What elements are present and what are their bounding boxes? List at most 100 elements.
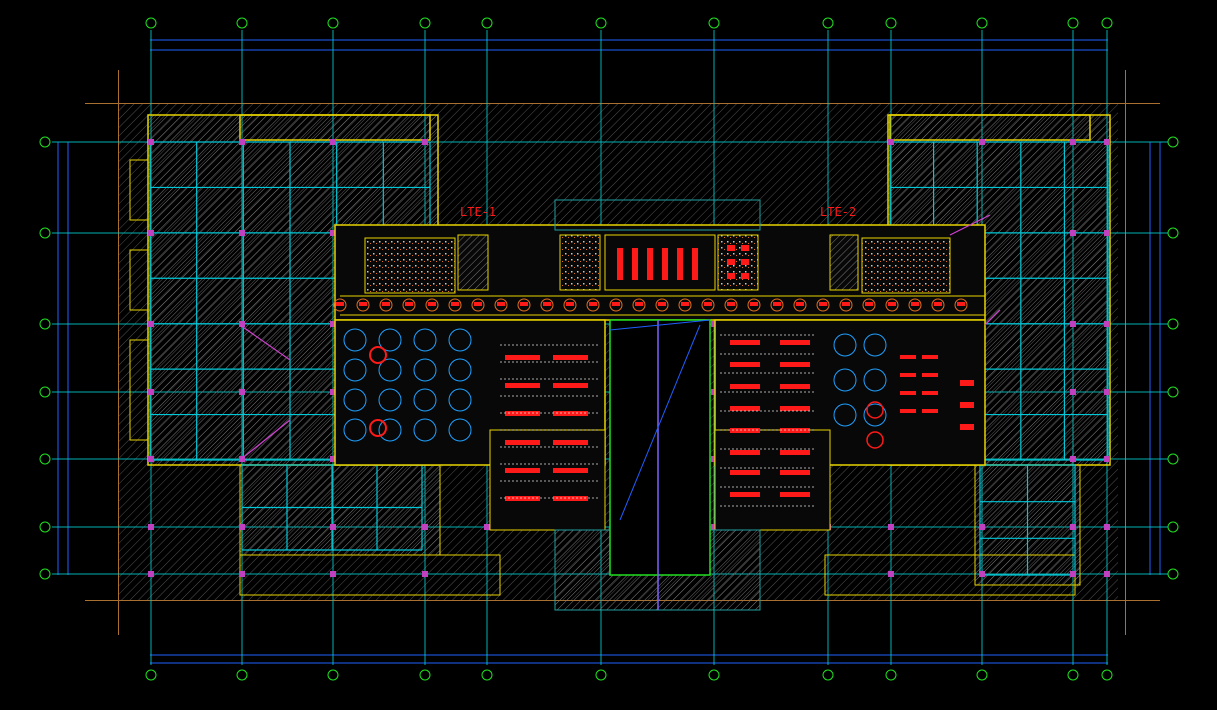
column-marker — [979, 571, 985, 577]
fixture-circle — [413, 358, 437, 382]
column-marker — [330, 321, 336, 327]
equipment-unit — [727, 273, 735, 279]
grid-bubble-right — [1167, 136, 1179, 148]
fixture-circle — [833, 333, 857, 357]
corridor-fixture — [701, 298, 715, 312]
fixture-red — [866, 401, 884, 419]
equipment-unit — [741, 273, 749, 279]
grid-bubble-top — [419, 17, 431, 29]
column-marker — [239, 389, 245, 395]
equipment-unit — [505, 383, 540, 388]
corridor-mark — [773, 302, 781, 306]
corridor-mark — [934, 302, 942, 306]
room-top-center — [604, 234, 716, 291]
fixture-circle — [343, 358, 367, 382]
column-marker — [148, 230, 154, 236]
grid-bubble-bottom — [976, 669, 988, 681]
column-marker — [239, 139, 245, 145]
corridor-mark — [566, 302, 574, 306]
column-marker — [239, 524, 245, 530]
grid-bubble-top — [1067, 17, 1079, 29]
grid-bubble-left — [39, 318, 51, 330]
equipment-unit — [741, 259, 749, 265]
corridor-fixture — [793, 298, 807, 312]
column-marker — [148, 456, 154, 462]
corridor-mark — [336, 302, 344, 306]
equipment-unit — [780, 340, 810, 345]
column-marker — [239, 321, 245, 327]
corridor-mark — [888, 302, 896, 306]
equipment-unit — [780, 450, 810, 455]
corridor-fixture — [954, 298, 968, 312]
column-marker — [888, 524, 894, 530]
column-marker — [1104, 321, 1110, 327]
grid-bubble-bottom — [1067, 669, 1079, 681]
fixture-circle — [378, 418, 402, 442]
column-marker — [888, 571, 894, 577]
corridor-fixture — [931, 298, 945, 312]
corridor-fixture — [356, 298, 370, 312]
grid-bubble-bottom — [145, 669, 157, 681]
grid-bubble-top — [145, 17, 157, 29]
fixture-circle — [833, 403, 857, 427]
corridor-mark — [497, 302, 505, 306]
equipment-unit — [505, 468, 540, 473]
fixture-circle — [413, 388, 437, 412]
grid-bubble-top — [327, 17, 339, 29]
grid-bubble-left — [39, 453, 51, 465]
column-marker — [1104, 524, 1110, 530]
equipment-unit — [730, 428, 760, 433]
corridor-fixture — [885, 298, 899, 312]
grid-bubble-left — [39, 521, 51, 533]
equipment-unit — [922, 409, 938, 413]
grid-bubble-left — [39, 568, 51, 580]
equipment-unit — [730, 492, 760, 497]
equipment-unit — [553, 383, 588, 388]
fixture-red — [866, 431, 884, 449]
fixture-circle — [378, 388, 402, 412]
equipment-unit — [730, 406, 760, 411]
equipment-tall — [617, 248, 623, 280]
equipment-unit — [553, 355, 588, 360]
corridor-mark — [658, 302, 666, 306]
equipment-unit — [960, 402, 974, 408]
equipment-unit — [780, 428, 810, 433]
fixture-circle — [863, 333, 887, 357]
equipment-unit — [780, 492, 810, 497]
column-marker — [1104, 139, 1110, 145]
grid-bubble-bottom — [595, 669, 607, 681]
fixture-circle — [378, 358, 402, 382]
fixture-circle — [448, 328, 472, 352]
grid-bubble-right — [1167, 386, 1179, 398]
corridor-fixture — [632, 298, 646, 312]
equipment-unit — [553, 468, 588, 473]
corridor-fixture — [770, 298, 784, 312]
equipment-unit — [553, 411, 588, 416]
corridor-mark — [382, 302, 390, 306]
column-marker — [330, 139, 336, 145]
column-marker — [1070, 456, 1076, 462]
grid-bubble-left — [39, 386, 51, 398]
corridor-mark — [704, 302, 712, 306]
grid-bubble-bottom — [822, 669, 834, 681]
equipment-unit — [780, 362, 810, 367]
corridor-fixture — [586, 298, 600, 312]
grid-bubble-top — [976, 17, 988, 29]
column-marker — [979, 524, 985, 530]
fixture-red — [369, 419, 387, 437]
grid-bubble-top — [708, 17, 720, 29]
column-marker — [1070, 230, 1076, 236]
corridor-mark — [451, 302, 459, 306]
grid-bubbles — [39, 17, 1179, 681]
grid-bubble-top — [236, 17, 248, 29]
equipment-tall — [662, 248, 668, 280]
grid-bubble-right — [1167, 318, 1179, 330]
fixture-circle — [413, 328, 437, 352]
column-marker — [888, 139, 894, 145]
corridor-fixture — [540, 298, 554, 312]
grid-bubble-right — [1167, 521, 1179, 533]
corridor-fixture — [448, 298, 462, 312]
equipment-unit — [730, 340, 760, 345]
equipment-unit — [960, 424, 974, 430]
